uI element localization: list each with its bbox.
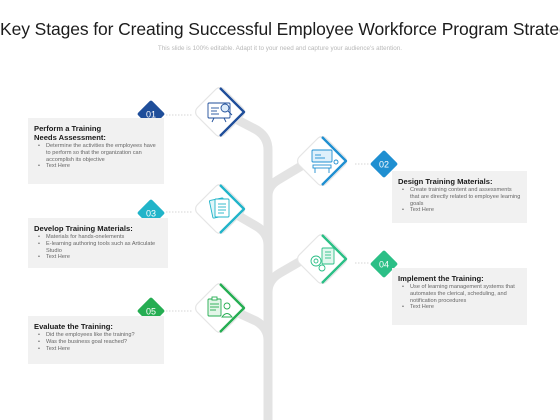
stage-01-title: Perform a Training Needs Assessment: (34, 124, 158, 142)
stage-02-badge: 02 (370, 150, 398, 178)
stage-05-bullet: Was the business goal reached? (34, 339, 158, 346)
stage-02-card: Design Training Materials: Create traini… (392, 171, 527, 223)
stage-03-number: 03 (146, 209, 156, 219)
stage-01-number: 01 (146, 110, 156, 120)
stage-04-number: 04 (379, 260, 389, 270)
stage-01-bullet: Determine the activities the employees h… (34, 143, 158, 163)
stage-01-title-line-2: Needs Assessment: (34, 133, 106, 142)
stage-04-title: Implement the Training: (398, 274, 484, 283)
stage-01-card: Perform a Training Needs Assessment: Det… (28, 118, 164, 184)
stage-05-bullet: Did the employees like the training? (34, 332, 158, 339)
page-subtitle: This slide is 100% editable. Adapt it to… (157, 45, 403, 52)
stage-04-bullets: Use of learning management systems that … (398, 284, 521, 311)
documents-icon (209, 197, 230, 219)
stage-03-title: Develop Training Materials: (34, 224, 133, 233)
stage-05-number: 05 (146, 307, 156, 317)
stage-03-bullet: E-learning authoring tools such as Artic… (34, 241, 162, 255)
stage-03-bullet: Materials for hands-onelements (34, 234, 162, 241)
stage-05-card: Evaluate the Training: Did the employees… (28, 316, 164, 364)
stage-01-bullets: Determine the activities the employees h… (34, 143, 158, 170)
stage-03-bullets: Materials for hands-onelements E-learnin… (34, 234, 162, 261)
stage-04-bullet: Use of learning management systems that … (398, 284, 521, 304)
assessment-board-icon (207, 102, 233, 123)
presentation-desk-icon (311, 149, 339, 173)
tree-trunk (225, 111, 313, 420)
stage-03-bullet: Text Here (34, 254, 162, 261)
stage-02-bullet: Create training content and assessments … (398, 187, 521, 207)
stage-05-title: Evaluate the Training: (34, 322, 113, 331)
stage-05-bullets: Did the employees like the training? Was… (34, 332, 158, 352)
evaluation-clipboard-icon (207, 296, 233, 318)
stage-04-bullet: Text Here (398, 304, 521, 311)
stage-05-bullet: Text Here (34, 346, 158, 353)
stage-03-card: Develop Training Materials: Materials fo… (28, 218, 168, 268)
gears-checklist-icon (310, 247, 335, 272)
stage-02-bullets: Create training content and assessments … (398, 187, 521, 214)
connector-lines (166, 114, 370, 312)
stage-02-number: 02 (379, 160, 389, 170)
stage-02-bullet: Text Here (398, 207, 521, 214)
stage-01-title-line-1: Perform a Training (34, 124, 102, 133)
stage-04-card: Implement the Training: Use of learning … (392, 268, 527, 325)
stage-02-title: Design Training Materials: (398, 177, 493, 186)
page-title: Key Stages for Creating Successful Emplo… (0, 19, 560, 39)
stage-01-bullet: Text Here (34, 163, 158, 170)
stage-04-badge: 04 (370, 250, 398, 278)
stage-01-icon-tile (195, 87, 246, 137)
